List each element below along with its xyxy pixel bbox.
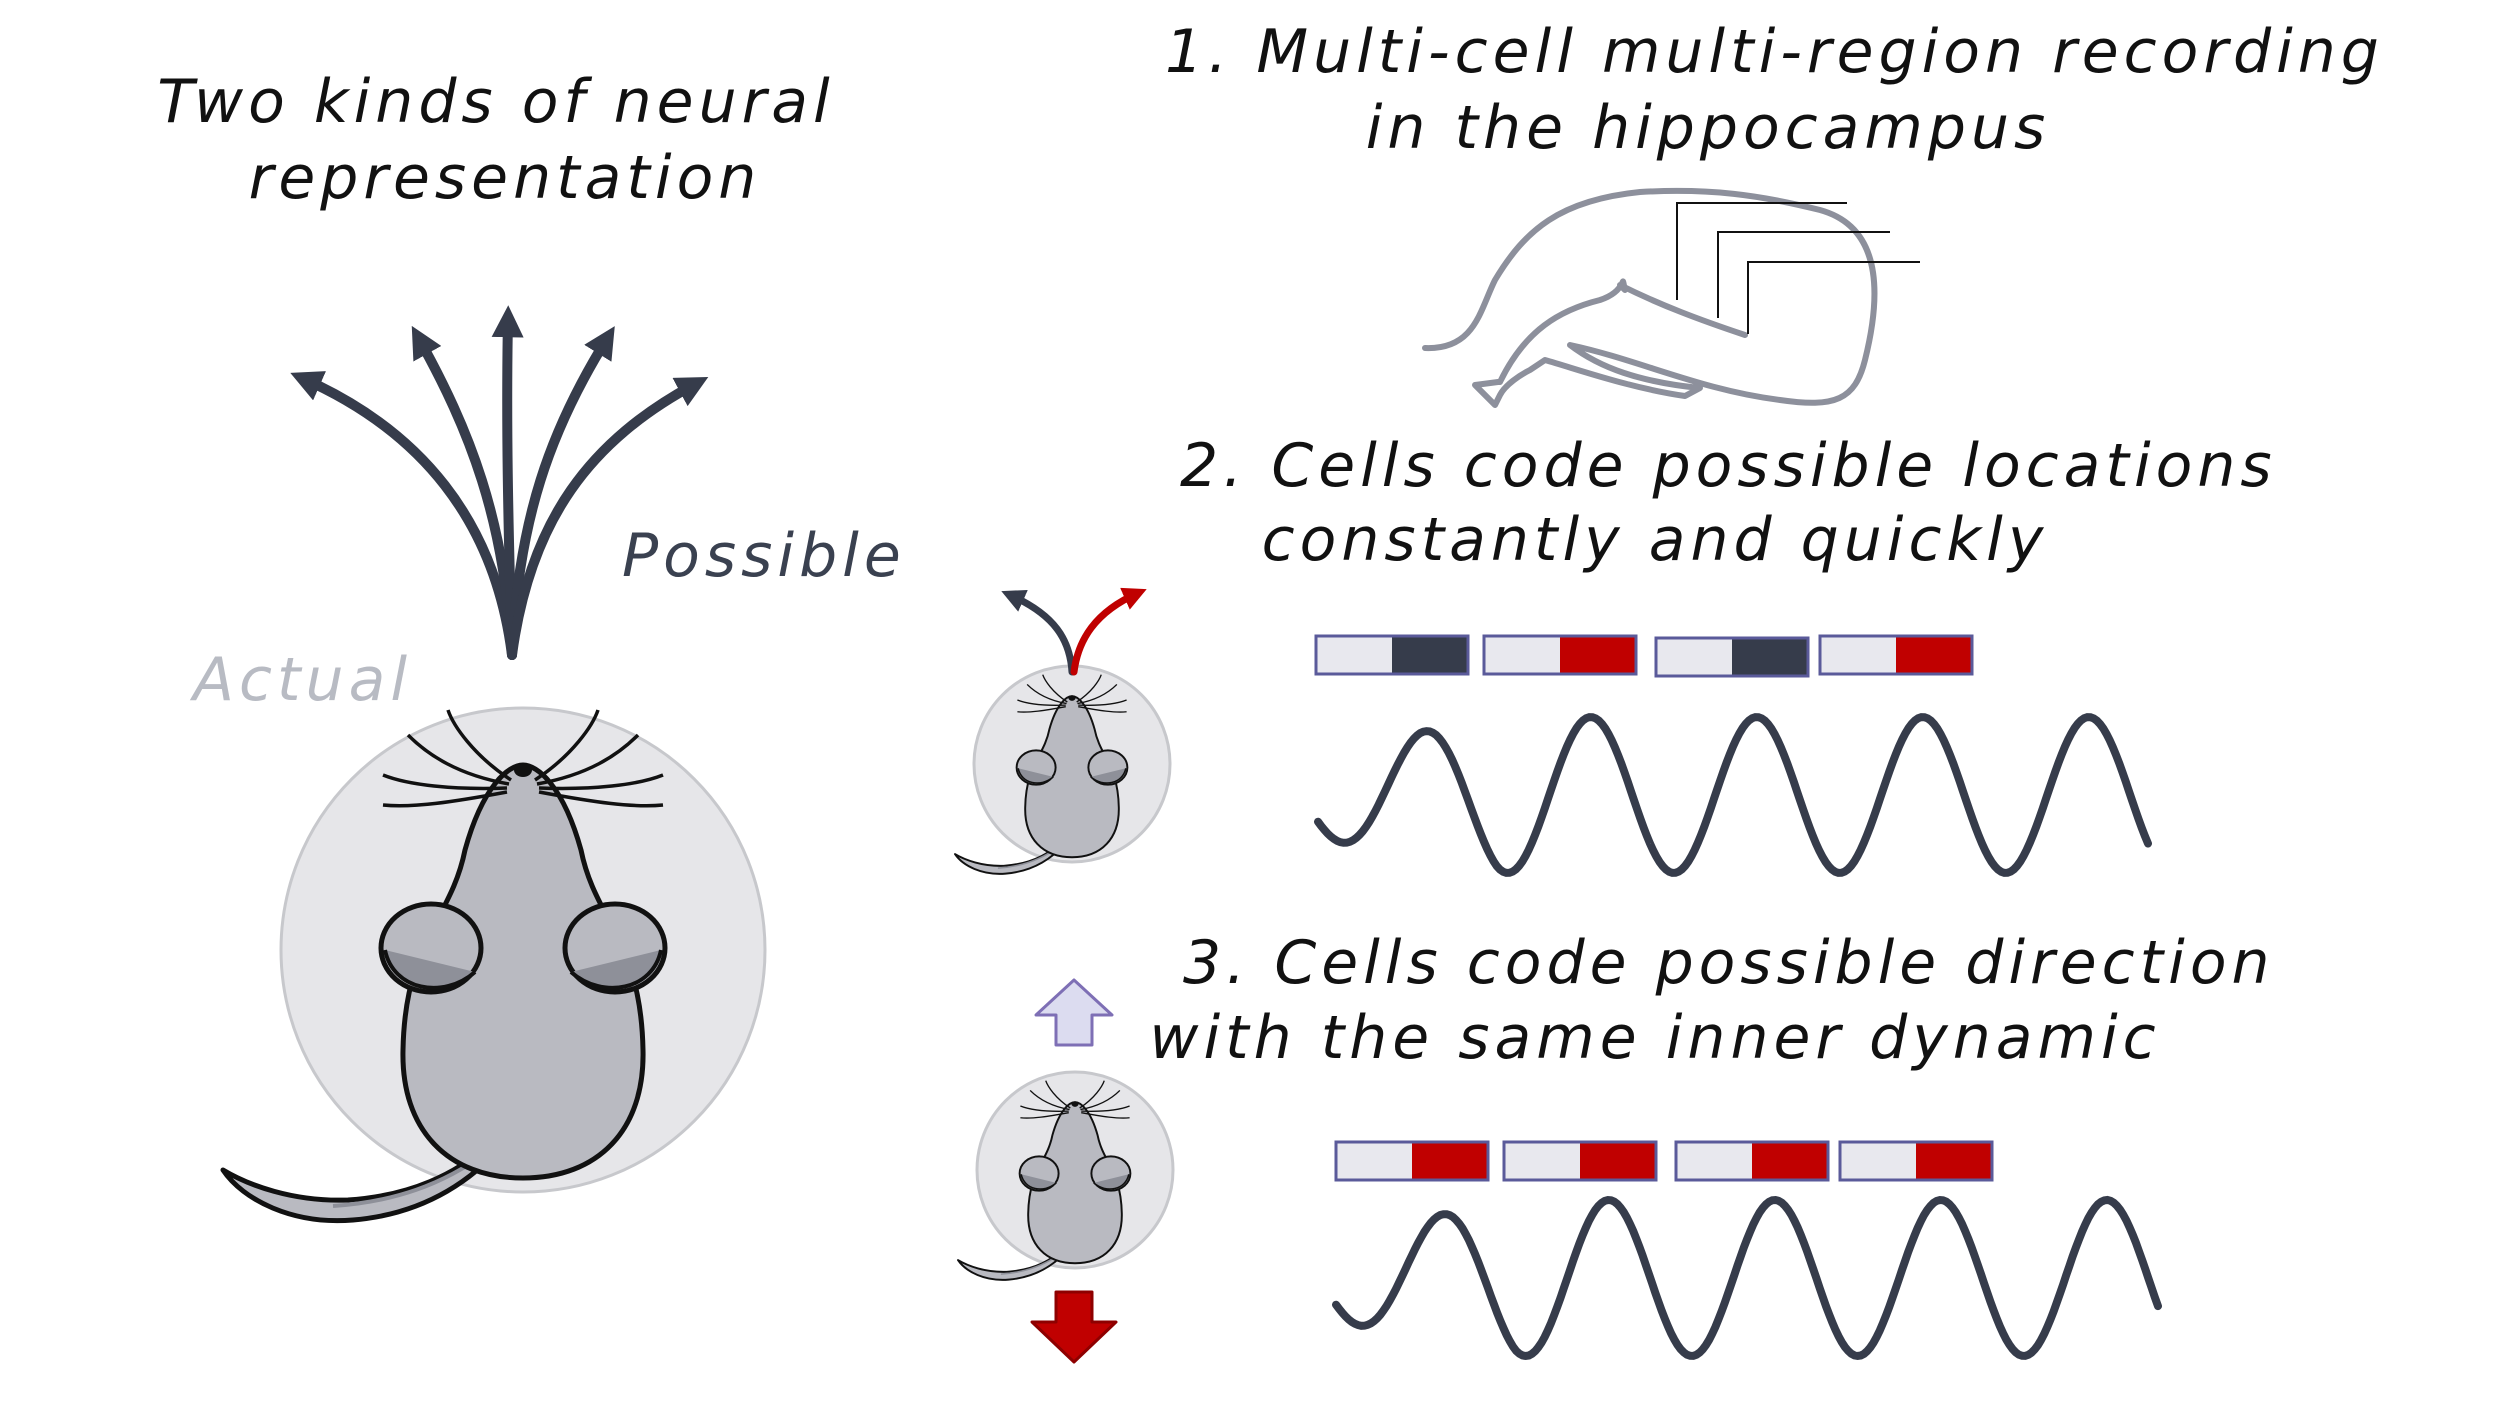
- sequence-cell-dark: [1732, 638, 1808, 676]
- sequence-cell-inactive: [1484, 636, 1560, 674]
- step-2-line-1: 2. Cells code possible locations: [1180, 431, 2277, 501]
- path-arrow-right: [507, 326, 615, 660]
- theta-wave-1: [1314, 713, 2152, 877]
- sequence-cell-inactive: [1820, 636, 1896, 674]
- down-arrow-icon: [1030, 1290, 1118, 1364]
- step-2-line-2: constantly and quickly: [1262, 505, 2049, 575]
- sequence-row-1: [1314, 634, 1974, 678]
- sequence-box: [1502, 1140, 1658, 1182]
- left-panel: Two kinds of neural representation Possi…: [157, 67, 906, 1221]
- sequence-box: [1482, 634, 1638, 676]
- sequence-cell-inactive: [1656, 638, 1732, 676]
- sequence-cell-inactive: [1504, 1142, 1580, 1180]
- actual-label: Actual: [189, 645, 412, 715]
- sequence-cell-red: [1560, 636, 1636, 674]
- sequence-box: [1818, 634, 1974, 676]
- step-1-line-1: 1. Multi-cell multi-region recording: [1165, 17, 2384, 87]
- sequence-box: [1838, 1140, 1994, 1182]
- possible-paths-arrows: [290, 305, 709, 660]
- step-3-line-1: 3. Cells code possible direction: [1183, 928, 2275, 998]
- choice-arrow-right: [1070, 587, 1147, 676]
- sequence-cell-red: [1752, 1142, 1828, 1180]
- sequence-row-2: [1334, 1140, 1994, 1182]
- path-arrow-far-left: [290, 371, 517, 660]
- sequence-box: [1674, 1140, 1830, 1182]
- sequence-cell-red: [1412, 1142, 1488, 1180]
- step-1: 1. Multi-cell multi-region recording in …: [1165, 17, 2384, 408]
- choice-arrow-left: [1001, 589, 1076, 676]
- sequence-cell-inactive: [1336, 1142, 1412, 1180]
- sequence-cell-red: [1580, 1142, 1656, 1180]
- sequence-cell-dark: [1392, 636, 1468, 674]
- step-1-line-2: in the hippocampus: [1366, 93, 2050, 163]
- recording-probes: [1676, 202, 1920, 334]
- path-arrow-center: [491, 305, 524, 660]
- hippocampus-outline: [1422, 187, 1878, 408]
- sequence-cell-inactive: [1316, 636, 1392, 674]
- sequence-cell-inactive: [1676, 1142, 1752, 1180]
- title-line-2: representation: [249, 143, 762, 213]
- step-2: 2. Cells code possible locations constan…: [954, 431, 2277, 877]
- path-arrow-left: [411, 325, 517, 660]
- sequence-box: [1314, 634, 1470, 676]
- title-line-1: Two kinds of neural: [157, 67, 834, 137]
- up-arrow-icon: [1034, 978, 1114, 1047]
- path-arrow-far-right: [507, 376, 709, 660]
- sequence-cell-red: [1896, 636, 1972, 674]
- possible-label: Possible: [622, 521, 906, 591]
- sequence-cell-red: [1916, 1142, 1992, 1180]
- theta-wave-2: [1332, 1195, 2162, 1361]
- step-3-line-2: with the same inner dynamic: [1149, 1003, 2160, 1073]
- step-3: 3. Cells code possible direction with th…: [957, 928, 2275, 1364]
- sequence-cell-inactive: [1840, 1142, 1916, 1180]
- sequence-box: [1654, 636, 1810, 678]
- sequence-box: [1334, 1140, 1490, 1182]
